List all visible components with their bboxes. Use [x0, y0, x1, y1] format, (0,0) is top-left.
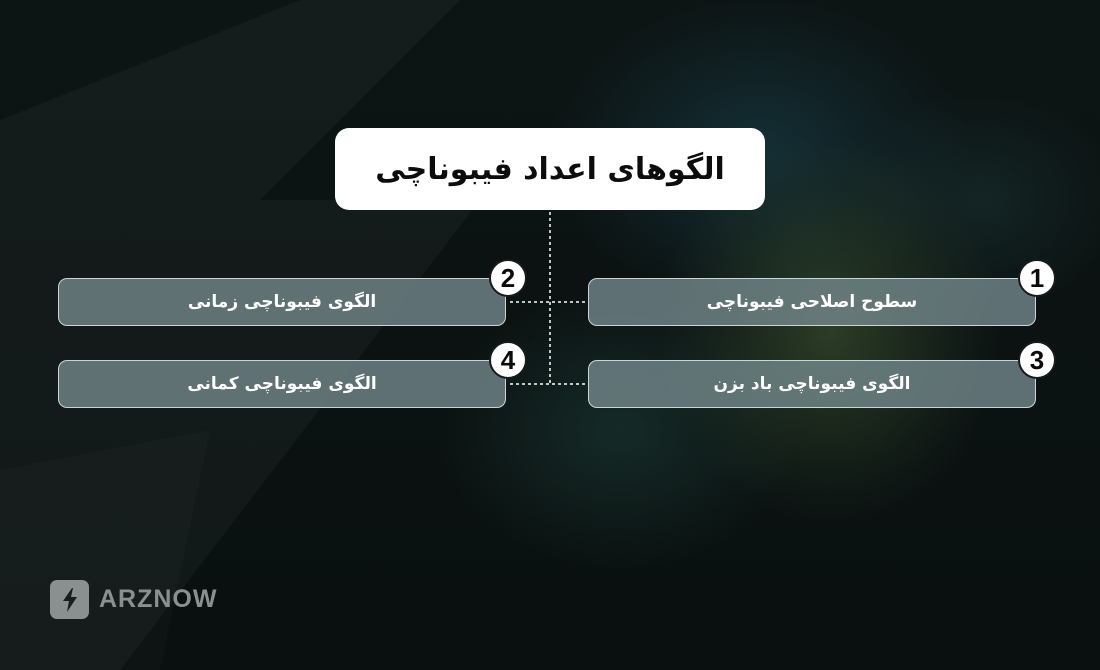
number-badge-3: 3	[1018, 341, 1056, 379]
badge-number-4: 4	[500, 345, 516, 375]
brand-name: ARZNOW	[99, 585, 218, 613]
title-box: الگوهای اعداد فیبوناچی	[335, 128, 765, 210]
item-label-3: الگوی فیبوناچی باد بزن	[713, 374, 911, 394]
item-box-1: سطوح اصلاحی فیبوناچی	[588, 278, 1036, 326]
badge-number-1: 1	[1029, 263, 1045, 293]
item-box-3: الگوی فیبوناچی باد بزن	[588, 360, 1036, 408]
brand-logo: ARZNOW	[50, 580, 217, 619]
number-badge-4: 4	[489, 341, 527, 379]
number-badge-2: 2	[489, 259, 527, 297]
item-label-2: الگوی فیبوناچی زمانی	[187, 292, 377, 312]
diagram-title: الگوهای اعداد فیبوناچی	[375, 151, 725, 187]
number-badge-1: 1	[1018, 259, 1056, 297]
item-box-4: الگوی فیبوناچی کمانی	[58, 360, 506, 408]
item-label-1: سطوح اصلاحی فیبوناچی	[706, 292, 918, 312]
lightning-bolt-icon	[50, 580, 89, 619]
item-box-2: الگوی فیبوناچی زمانی	[58, 278, 506, 326]
item-label-4: الگوی فیبوناچی کمانی	[187, 374, 377, 394]
badge-number-2: 2	[500, 263, 516, 293]
badge-number-3: 3	[1029, 345, 1045, 375]
